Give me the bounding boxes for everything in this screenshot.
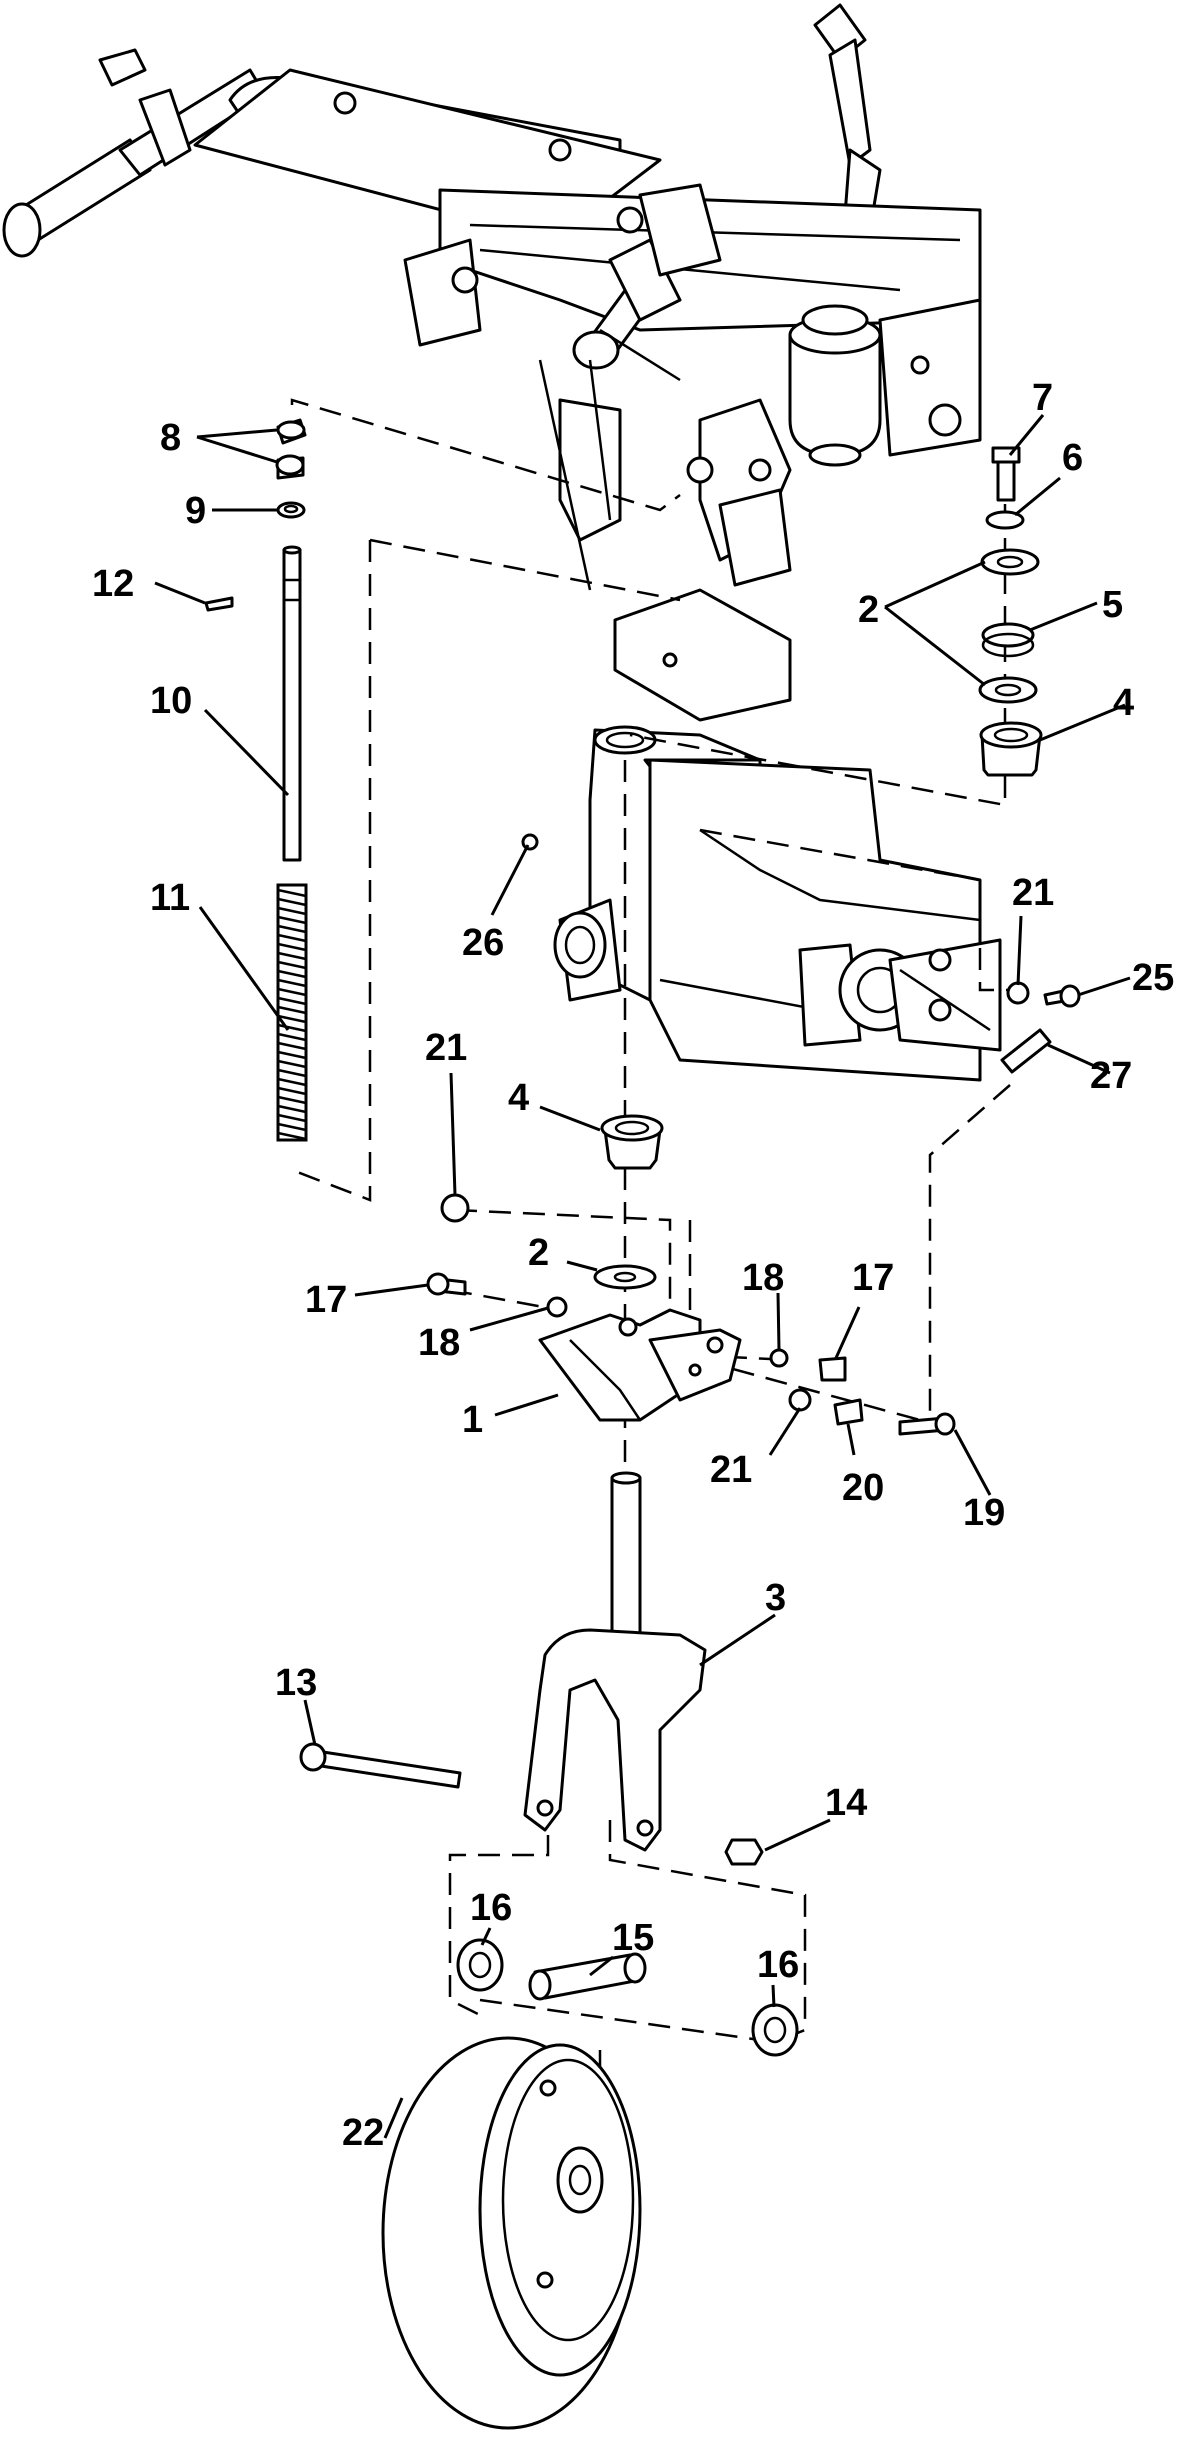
nut-14 [724, 1838, 764, 1866]
spring-coil [277, 1086, 307, 1096]
spring-coil [277, 924, 307, 934]
callout-7: 7 [1032, 377, 1053, 419]
spring-coil [277, 1014, 307, 1024]
callout-21-bottom: 21 [710, 1449, 752, 1491]
callout-3: 3 [765, 1577, 786, 1619]
callout-26: 26 [462, 922, 504, 964]
callout-13: 13 [275, 1662, 317, 1704]
mower-frame-assembly [2, 3, 982, 722]
callout-20: 20 [842, 1467, 884, 1509]
tube-15 [533, 1953, 642, 2000]
callout-4-upper: 4 [1113, 682, 1134, 724]
callout-21-left: 21 [425, 1027, 467, 1069]
spring-coil [277, 1059, 307, 1069]
cotter-pin-12 [204, 596, 234, 612]
callout-numbers: 8 9 12 10 11 7 6 2 5 4 26 21 25 27 21 4 … [92, 377, 1174, 2154]
spring-coil [277, 1068, 307, 1078]
callout-18-right: 18 [742, 1257, 784, 1299]
callout-10: 10 [150, 680, 192, 722]
spring-coil [277, 1032, 307, 1042]
height-rod-group [204, 418, 308, 1142]
callout-11: 11 [150, 877, 190, 919]
callout-6: 6 [1062, 437, 1083, 479]
spring-coil [277, 1023, 307, 1033]
spacer-16-left [456, 1938, 504, 1992]
callout-21-right: 21 [1012, 872, 1054, 914]
rod-10 [282, 548, 302, 862]
callout-25: 25 [1132, 957, 1174, 999]
spring-coil [277, 1113, 307, 1123]
callout-22: 22 [342, 2112, 384, 2154]
spring-coil [277, 942, 307, 952]
caster-fork-3 [523, 1471, 707, 1852]
callout-2-lower: 2 [528, 1232, 549, 1274]
washer-6 [985, 510, 1025, 530]
spring-27 [1000, 1028, 1052, 1074]
callout-5: 5 [1102, 584, 1123, 626]
spring-coil [277, 969, 307, 979]
callout-16-right: 16 [757, 1944, 799, 1986]
spring-coil [277, 1005, 307, 1015]
spring-coil [277, 987, 307, 997]
spring-coil [277, 897, 307, 907]
callout-18-left: 18 [418, 1322, 460, 1364]
spring-coil [277, 933, 307, 943]
nut-21-left [440, 1193, 470, 1223]
callout-8: 8 [160, 417, 181, 459]
bolt-17-right [818, 1356, 847, 1382]
caster-pivot-housing [521, 725, 1002, 1082]
washer-2-lower-b [593, 1264, 657, 1290]
nut-18-left [546, 1296, 568, 1318]
spring-coil [277, 1041, 307, 1051]
spring-coil [277, 1131, 307, 1141]
callout-27: 27 [1090, 1055, 1132, 1097]
callout-16-left: 16 [470, 1887, 512, 1929]
callout-15: 15 [612, 1917, 654, 1959]
spring-coil [277, 1077, 307, 1087]
callout-4-lower: 4 [508, 1077, 529, 1119]
spring-coil [277, 888, 307, 898]
bracket-fasteners-right [769, 1348, 956, 1436]
nut-18-right [769, 1348, 789, 1368]
spring-coil [277, 915, 307, 925]
caster-bracket-1 [538, 1308, 742, 1422]
spring-coil [277, 996, 307, 1006]
pivot-stack-parts [978, 446, 1081, 1074]
callout-17-right: 17 [852, 1257, 894, 1299]
spring-coil [277, 1095, 307, 1105]
spacer-16-right [751, 2003, 799, 2057]
callout-12: 12 [92, 563, 134, 605]
callout-1: 1 [462, 1399, 483, 1441]
axle-bolt-13 [299, 1742, 462, 1789]
spring-coil [277, 1104, 307, 1114]
wheel-axle-parts [456, 1938, 799, 2057]
spring-coil [277, 978, 307, 988]
wheel-22 [381, 2036, 642, 2430]
callout-17-left: 17 [305, 1279, 347, 1321]
washer-2-lower [978, 676, 1038, 704]
spring-coil [277, 1122, 307, 1132]
spring-coil [277, 951, 307, 961]
washer-9 [276, 501, 306, 519]
callout-2-upper: 2 [858, 589, 879, 631]
spring-coil [277, 960, 307, 970]
spring-coil [277, 906, 307, 916]
spring-11 [276, 883, 308, 1142]
spring-coil [277, 1050, 307, 1060]
washer-2-upper [980, 548, 1040, 576]
callout-19: 19 [963, 1492, 1005, 1534]
leader-lines [154, 414, 1131, 2139]
callout-9: 9 [185, 490, 206, 532]
lower-pivot-parts [426, 1114, 664, 1318]
spacer-20 [833, 1398, 864, 1426]
nut-21-right [788, 1388, 812, 1412]
callout-14: 14 [825, 1782, 867, 1824]
nut-lower [275, 454, 305, 476]
